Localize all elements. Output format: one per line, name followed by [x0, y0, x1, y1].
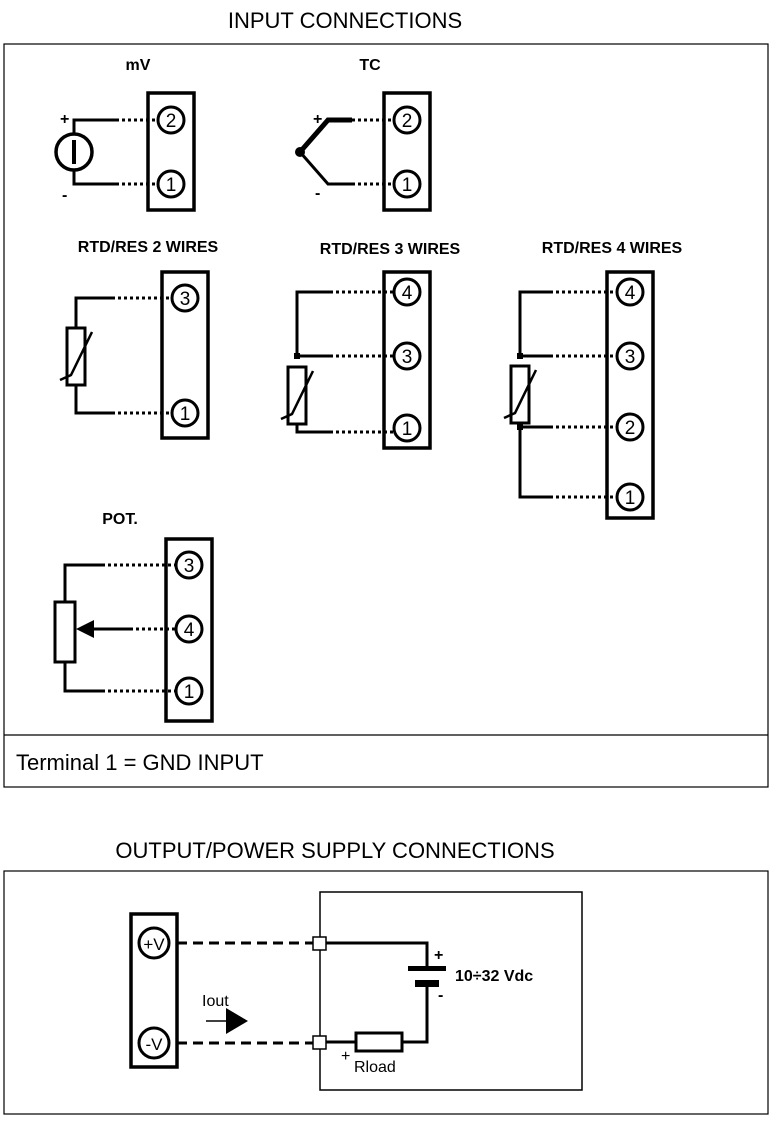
tc-junction-icon — [295, 147, 305, 157]
tc-terminal-1-label: 1 — [402, 175, 413, 196]
battery-minus: - — [438, 987, 443, 1004]
rtd2-terminal-1-label: 1 — [180, 404, 191, 425]
rtd4-terminal-4-label: 4 — [625, 283, 636, 304]
pot-diagram: POT. 3 4 1 — [53, 511, 214, 723]
rtd3-terminal-4-label: 4 — [402, 283, 413, 304]
rtd3-wire-top — [295, 290, 330, 356]
input-title: INPUT CONNECTIONS — [228, 8, 462, 33]
tc-label: TC — [359, 57, 381, 74]
output-diagram: +V -V Iout + - 10÷32 Vdc + Rload — [129, 891, 583, 1091]
rtd4-thermistor-slash — [503, 369, 538, 420]
mv-terminal-2-label: 2 — [166, 111, 177, 132]
rtd4-terminal-2-label: 2 — [625, 418, 636, 439]
terminal-minus-v-label: -V — [146, 1035, 164, 1054]
supply-wire-right — [402, 986, 429, 1044]
pot-terminal-4 — [174, 614, 204, 644]
terminal-plus-v — [137, 926, 171, 960]
tc-terminal-2-label: 2 — [402, 111, 413, 132]
rtd4-wire-4 — [518, 427, 550, 499]
rtd4-terminal-block — [605, 270, 655, 520]
rload-resistor-icon — [354, 1031, 404, 1053]
mv-diagram: mV 2 1 + - — [54, 57, 196, 212]
rtd4-label: RTD/RES 4 WIRES — [542, 240, 683, 257]
rtd2-thermistor-slash — [59, 331, 94, 382]
rtd4-junction-top-icon — [517, 353, 523, 359]
output-frame — [3, 870, 769, 1115]
potentiometer-icon — [53, 600, 77, 664]
iout-label: Iout — [202, 993, 229, 1010]
rtd3-terminal-3-label: 3 — [402, 347, 413, 368]
terminal-plus-v-label: +V — [143, 935, 165, 954]
mv-plus: + — [60, 111, 69, 128]
rtd2-wire-top — [74, 296, 112, 328]
pot-wiper-arrow-icon — [76, 620, 94, 638]
tc-minus: - — [315, 185, 320, 202]
rtd3-terminal-1 — [392, 413, 422, 443]
rtd3-terminal-4 — [392, 277, 422, 307]
rtd3-terminal-1-label: 1 — [402, 419, 413, 440]
rtd3-diagram: RTD/RES 3 WIRES 4 3 1 — [280, 241, 461, 450]
supply-voltage-label: 10÷32 Vdc — [455, 968, 533, 985]
gnd-note: Terminal 1 = GND INPUT — [16, 750, 264, 775]
pot-wire-bottom — [63, 662, 102, 693]
rtd4-diagram: RTD/RES 4 WIRES 4 3 2 1 — [503, 240, 683, 520]
rtd2-terminal-3-label: 3 — [180, 289, 191, 310]
rtd4-terminal-3-label: 3 — [625, 347, 636, 368]
rtd3-thermistor-slash — [280, 370, 315, 421]
external-circuit-frame — [319, 891, 583, 1091]
output-title: OUTPUT/POWER SUPPLY CONNECTIONS — [115, 838, 554, 863]
tc-diagram: TC 2 1 + - — [295, 57, 432, 212]
rtd4-wire-1 — [518, 290, 550, 356]
rtd3-wire-bottom — [295, 424, 330, 434]
tc-wire-plus — [298, 117, 352, 154]
rtd2-terminal-1 — [170, 398, 200, 428]
mv-terminal-2 — [156, 105, 186, 135]
mv-label: mV — [126, 57, 151, 74]
rtd2-label: RTD/RES 2 WIRES — [78, 239, 219, 256]
rload-label: Rload — [354, 1059, 396, 1076]
pot-wire-top — [63, 563, 102, 602]
pot-label: POT. — [102, 511, 138, 528]
terminal-minus-v — [137, 1026, 171, 1060]
rtd2-terminal-3 — [170, 283, 200, 313]
rtd4-junction-bottom-icon — [517, 424, 523, 430]
rtd3-terminal-3 — [392, 341, 422, 371]
mv-terminal-1-label: 1 — [166, 175, 177, 196]
rtd3-label: RTD/RES 3 WIRES — [320, 241, 461, 258]
pot-terminal-1-label: 1 — [184, 682, 195, 703]
input-frame — [3, 43, 769, 788]
rtd2-diagram: RTD/RES 2 WIRES 3 1 — [59, 239, 219, 440]
rtd3-resistor-icon — [286, 365, 308, 426]
connector-minus-icon — [312, 1035, 327, 1050]
tc-wire-minus — [298, 151, 352, 186]
rtd3-junction-icon — [294, 353, 300, 359]
mv-terminal-1 — [156, 169, 186, 199]
rtd2-wire-bottom — [74, 385, 112, 415]
battery-plate-short-icon — [415, 980, 439, 987]
supply-wire-top — [326, 941, 429, 966]
connector-plus-icon — [312, 936, 327, 951]
battery-plate-long-icon — [408, 966, 446, 971]
rtd4-resistor-icon — [509, 364, 531, 425]
pot-terminal-3-label: 3 — [184, 556, 195, 577]
iout-arrow-icon — [226, 1008, 248, 1034]
tc-plus: + — [313, 111, 322, 128]
tc-terminal-2 — [392, 105, 422, 135]
rtd4-terminal-1-label: 1 — [625, 488, 636, 509]
battery-plus: + — [434, 947, 443, 964]
rtd2-resistor-icon — [65, 326, 87, 387]
tc-terminal-1 — [392, 169, 422, 199]
rload-plus: + — [341, 1048, 350, 1065]
mv-minus: - — [62, 187, 67, 204]
pot-terminal-4-label: 4 — [184, 620, 195, 641]
